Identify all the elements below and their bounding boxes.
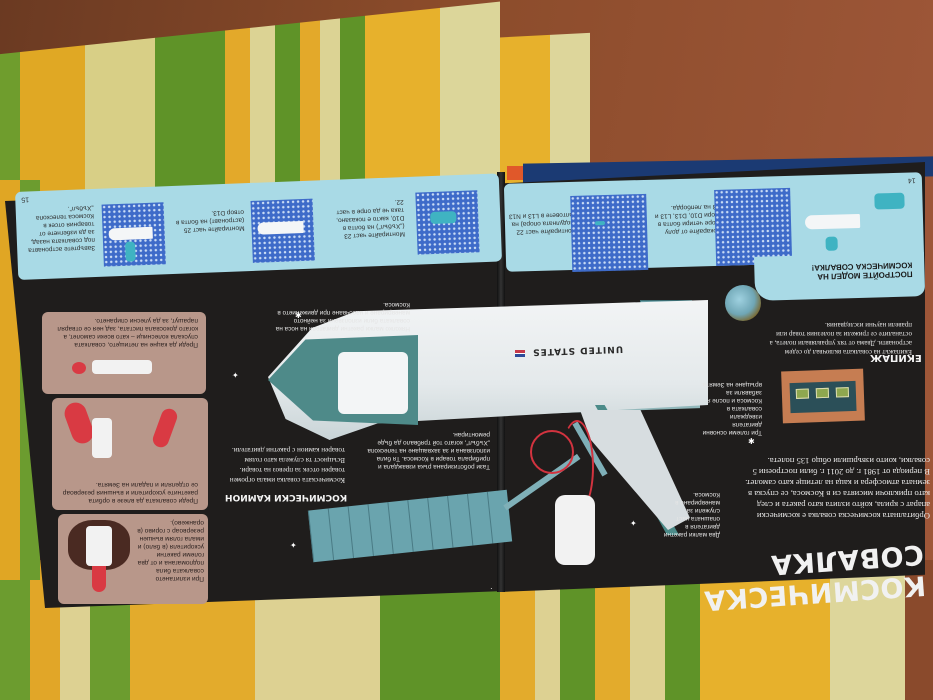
parachute-illustration (72, 362, 86, 374)
hubble-part-icon (430, 211, 457, 225)
star-icon: ✦ (232, 371, 239, 380)
instruction-strip-left: 15 Завъртете астронавта под совалката на… (15, 173, 503, 280)
build-step-4-board (250, 198, 315, 263)
shuttle-part-icon (108, 226, 153, 241)
hubble-part-icon (874, 192, 905, 210)
build-section-title: ПОСТРОЙТЕ МОДЕЛ НА КОСМИЧЕСКА СОВАЛКА! (811, 260, 913, 282)
astronaut-part-icon (825, 236, 838, 251)
instruction-strip-right: Монтирайте част 22 (модулната опора) на … (503, 172, 926, 301)
support-part-icon (594, 221, 606, 226)
build-step-4: Монтирайте част 25 (астронавт) на болта … (175, 208, 245, 234)
card-landing-text: Преди да кацне на летището, совалката сп… (57, 317, 198, 348)
intro-paragraph: Орбиталната космическа совалка е космиче… (745, 456, 930, 521)
crew-paragraph: Екипажът на совалката включвал до седем … (769, 321, 912, 356)
build-step-3: Монтирайте част 23 („Хъбъл“) на болта в … (336, 198, 406, 240)
build-step-2-board (570, 193, 649, 272)
info-card-liftoff: При излитането совалката била подпомаган… (58, 514, 208, 604)
astronaut-illustration (555, 495, 595, 565)
build-step-5: Завъртете астронавта под совалката назад… (28, 203, 96, 254)
control-console (789, 380, 857, 414)
info-card-separation: Преди совалката да влезе в орбита ракетн… (52, 398, 208, 510)
build-step-5-board (101, 202, 166, 267)
astronaut-part-icon (124, 241, 136, 262)
console-screen (795, 388, 810, 399)
info-card-landing: Преди да кацне на летището, совалката сп… (42, 312, 206, 394)
star-icon: ✦ (290, 541, 297, 550)
star-icon: · (490, 584, 493, 593)
annotation-nose-thrusters: Няколко малки ракетни двигателя на носа … (275, 301, 410, 332)
bookmark-tab (507, 166, 523, 180)
star-icon: ✱ (295, 311, 302, 320)
cargo-paragraph: Космическата совалка имала огромен товар… (229, 446, 345, 484)
console-screen (815, 387, 830, 399)
page-number-left: 15 (21, 195, 30, 203)
build-title-tab: ПОСТРОЙТЕ МОДЕЛ НА КОСМИЧЕСКА СОВАЛКА! (753, 252, 926, 301)
cargo-heading: КОСМИЧЕСКИ КАМИОН (225, 492, 348, 502)
build-step-2: Монтирайте част 22 (модулната опора) на … (508, 210, 578, 236)
card-separation-text: Преди совалката да влезе в орбита ракетн… (62, 481, 198, 504)
shuttle-cockpit (338, 352, 408, 414)
page-number-right: 14 (908, 176, 916, 184)
annotation-main-engines: Три големи основни двигателя изведжали с… (701, 381, 762, 436)
us-flag-icon (515, 350, 525, 357)
shuttle-part-icon (804, 213, 861, 230)
card-liftoff-text: При излитането совалката била подпомаган… (137, 519, 204, 582)
earth-illustration (725, 285, 761, 321)
build-step-3-board (415, 190, 480, 255)
console-screen (835, 387, 850, 398)
crew-cockpit-illustration (781, 368, 865, 424)
shuttle-separation-illustration (92, 418, 112, 458)
build-step-1-board (714, 187, 793, 266)
fuel-tank-illustration (150, 406, 180, 450)
shuttle-part-icon (257, 220, 304, 235)
star-icon: ✦ (630, 519, 637, 528)
shuttle-landing-illustration (92, 360, 152, 374)
shuttle-liftoff-illustration (86, 526, 112, 566)
annotation-robot-arm: Тази роботизирана ръка изваждала и приби… (367, 431, 490, 470)
star-icon: ✱ (748, 437, 755, 446)
annotation-small-thrusters: Два малки ракетни двигателя в опашната ч… (663, 491, 720, 538)
